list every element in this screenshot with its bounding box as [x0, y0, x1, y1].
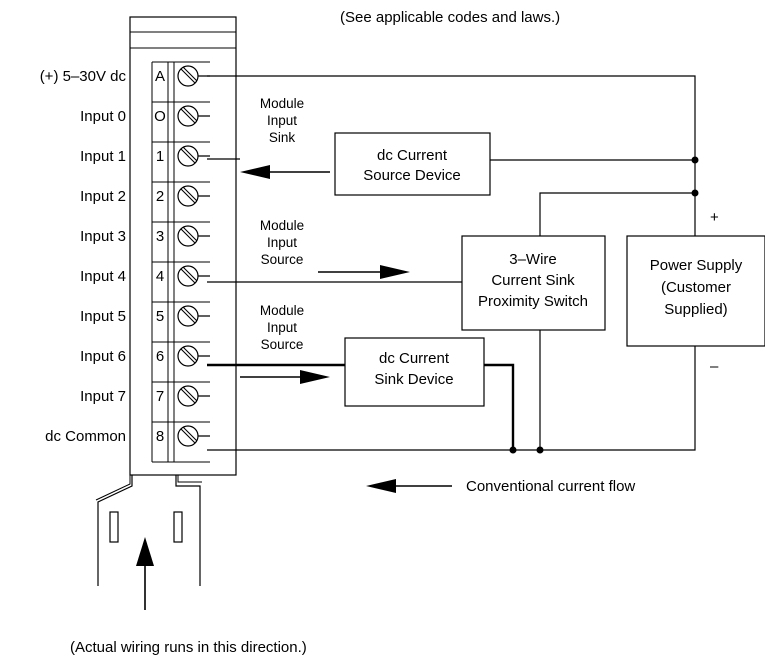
source-current-arrow-1: [318, 265, 410, 279]
terminal-letter: 8: [156, 428, 164, 445]
svg-text:(Customer: (Customer: [661, 279, 731, 296]
terminal-letter: 1: [156, 148, 164, 165]
screw-icon: [177, 265, 199, 287]
terminal-letter: 3: [156, 228, 164, 245]
svg-text:Sink Device: Sink Device: [374, 371, 453, 388]
input-label: Input 6: [80, 348, 126, 365]
terminal-letter: 7: [156, 388, 164, 405]
terminal-letter: 5: [156, 308, 164, 325]
terminal-row: 5 Input 5: [80, 301, 210, 327]
terminal-row: O Input 0: [80, 101, 210, 127]
svg-text:Module: Module: [260, 96, 304, 111]
header-note: (See applicable codes and laws.): [340, 9, 560, 26]
terminal-row: 1 Input 1: [80, 141, 210, 167]
svg-text:Proximity Switch: Proximity Switch: [478, 293, 588, 310]
terminal-row: A (+) 5–30V dc: [40, 65, 210, 87]
svg-text:Power Supply: Power Supply: [650, 257, 743, 274]
power-supply: Power Supply (Customer Supplied): [626, 235, 765, 347]
input-label: Input 1: [80, 148, 126, 165]
input-label: Input 0: [80, 108, 126, 125]
legend-arrow: [366, 479, 452, 493]
input-label: dc Common: [45, 428, 126, 445]
dc-current-sink-device: dc Current Sink Device: [344, 337, 485, 407]
source-annotation-1: Module Input Source: [260, 218, 304, 267]
terminal-row: 2 Input 2: [80, 181, 210, 207]
screw-icon: [177, 185, 199, 207]
legend-text: Conventional current flow: [466, 478, 635, 495]
svg-text:Sink: Sink: [269, 130, 296, 145]
svg-text:dc Current: dc Current: [379, 350, 450, 367]
dc-current-source-device: dc Current Source Device: [334, 132, 491, 196]
screw-icon: [177, 345, 199, 367]
screw-icon: [177, 425, 199, 447]
input-label: Input 3: [80, 228, 126, 245]
junction-dot: [536, 446, 544, 454]
input-label: (+) 5–30V dc: [40, 68, 127, 85]
source-current-arrow-2: [240, 370, 330, 384]
svg-text:Module: Module: [260, 218, 304, 233]
screw-icon: [177, 385, 199, 407]
svg-text:dc Current: dc Current: [377, 147, 448, 164]
terminal-row: 7 Input 7: [80, 381, 210, 407]
wiring: [207, 75, 699, 454]
input-label: Input 5: [80, 308, 126, 325]
input-label: Input 4: [80, 268, 126, 285]
terminal-letter: 4: [156, 268, 164, 285]
junction-dot: [691, 156, 699, 164]
plus-sign: +: [710, 209, 719, 226]
screw-icon: [177, 105, 199, 127]
svg-text:Supplied): Supplied): [664, 301, 727, 318]
junction-dot: [691, 189, 699, 197]
svg-text:Module: Module: [260, 303, 304, 318]
terminal-letter: 6: [156, 348, 164, 365]
terminal-row: 4 Input 4: [80, 261, 210, 287]
svg-text:Input: Input: [267, 113, 297, 128]
input-label: Input 2: [80, 188, 126, 205]
source-annotation-2: Module Input Source: [260, 303, 304, 352]
screw-icon: [177, 305, 199, 327]
current-arrows: [240, 165, 452, 493]
minus-sign: –: [710, 358, 719, 375]
svg-text:Source: Source: [261, 337, 304, 352]
terminal-row: 8 dc Common: [45, 421, 210, 447]
svg-text:3–Wire: 3–Wire: [509, 251, 557, 268]
terminal-row: 3 Input 3: [80, 221, 210, 247]
screw-icon: [177, 145, 199, 167]
sink-annotation: Module Input Sink: [260, 96, 304, 145]
svg-text:Current Sink: Current Sink: [491, 272, 575, 289]
footer-note: (Actual wiring runs in this direction.): [70, 639, 307, 656]
svg-text:Source Device: Source Device: [363, 167, 461, 184]
terminal-letter: A: [155, 68, 165, 85]
terminal-letter: 2: [156, 188, 164, 205]
input-label: Input 7: [80, 388, 126, 405]
svg-text:Input: Input: [267, 235, 297, 250]
svg-text:Input: Input: [267, 320, 297, 335]
terminal-row: 6 Input 6: [80, 341, 210, 367]
terminal-letter: O: [154, 108, 166, 125]
svg-text:Source: Source: [261, 252, 304, 267]
junction-dot: [509, 446, 517, 454]
proximity-switch: 3–Wire Current Sink Proximity Switch: [461, 235, 606, 331]
sink-current-arrow: [240, 165, 330, 179]
screw-icon: [177, 65, 199, 87]
screw-icon: [177, 225, 199, 247]
